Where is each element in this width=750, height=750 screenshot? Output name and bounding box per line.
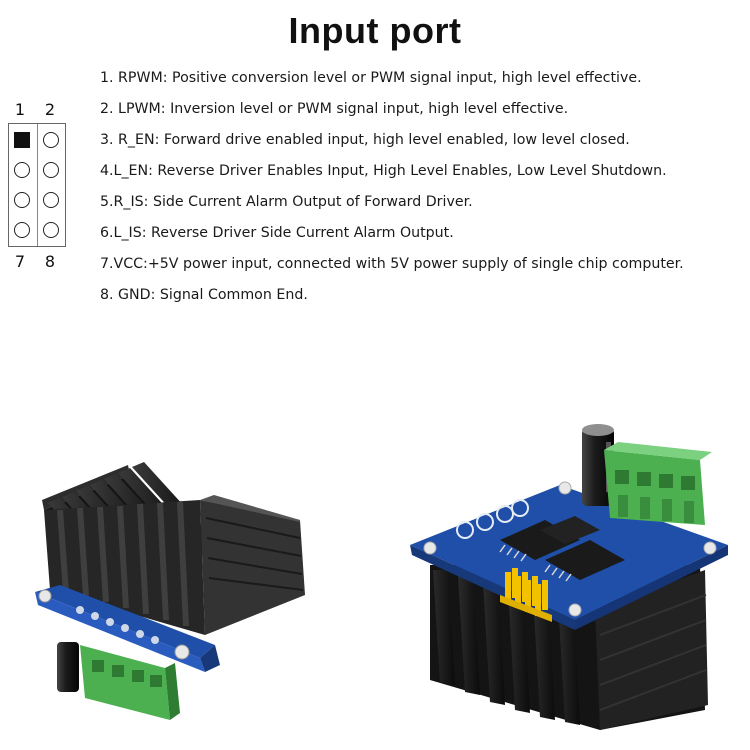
pin-description-7: 7.VCC:+5V power input, connected with 5V…	[100, 256, 684, 272]
pin-label-1: 1	[14, 100, 26, 119]
left-heatsink	[42, 462, 305, 635]
pin-3-circle	[14, 162, 30, 178]
pin-description-6: 6.L_IS: Reverse Driver Side Current Alar…	[100, 225, 454, 241]
pin-description-4: 4.L_EN: Reverse Driver Enables Input, Hi…	[100, 163, 667, 179]
pin-7-circle	[14, 222, 30, 238]
pin-label-2: 2	[44, 100, 56, 119]
pin-description-1: 1. RPWM: Positive conversion level or PW…	[100, 70, 642, 86]
left-module-photo	[35, 462, 305, 720]
left-pcb	[35, 585, 215, 658]
right-driver-chips	[499, 516, 625, 582]
right-header-pins	[500, 568, 552, 622]
pin-1-square	[14, 132, 30, 148]
page-title: Input port	[288, 10, 462, 51]
right-heatsink	[430, 565, 708, 730]
pin-5-circle	[14, 192, 30, 208]
pin-label-7: 7	[14, 252, 26, 271]
left-capacitor	[57, 642, 79, 692]
right-terminal-block	[604, 442, 712, 525]
pin-description-list: 1. RPWM: Positive conversion level or PW…	[100, 66, 684, 314]
pin-2-circle	[43, 132, 59, 148]
pin-8-circle	[43, 222, 59, 238]
pin-label-8: 8	[44, 252, 56, 271]
pin-description-8: 8. GND: Signal Common End.	[100, 287, 308, 303]
pin-6-circle	[43, 192, 59, 208]
right-module-photo	[410, 424, 728, 730]
pin-4-circle	[43, 162, 59, 178]
left-terminal-block	[80, 645, 180, 720]
header-divider	[37, 124, 38, 246]
pin-description-3: 3. R_EN: Forward drive enabled input, hi…	[100, 132, 630, 148]
pin-description-2: 2. LPWM: Inversion level or PWM signal i…	[100, 101, 569, 117]
pin-header-diagram	[8, 123, 66, 247]
board-photos	[35, 424, 728, 730]
pin-description-5: 5.R_IS: Side Current Alarm Output of For…	[100, 194, 473, 210]
